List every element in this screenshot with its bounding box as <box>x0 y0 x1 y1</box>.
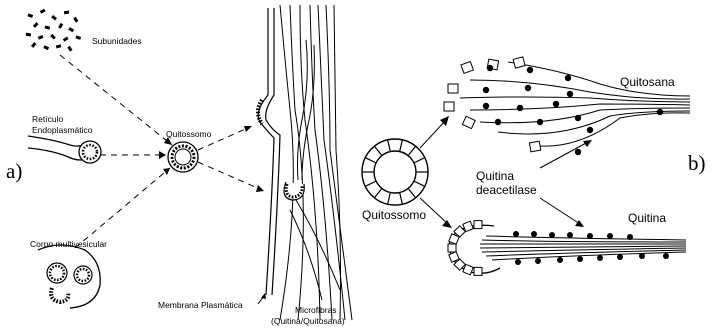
chitosome-right <box>362 139 428 205</box>
membrane-label: Membrana Plasmática <box>158 300 243 310</box>
plasma-membrane <box>258 8 280 295</box>
microfibrils-label-line2: (Quitina/Quitosana) <box>271 316 345 326</box>
microfibrils <box>280 5 352 320</box>
chitosome-left-label: Quitossomo <box>166 129 212 139</box>
deacetylase-label-line1: Quitina <box>476 169 514 183</box>
chitosan-fibre-stubs <box>444 57 541 152</box>
chitosome-right-label: Quitossomo <box>362 208 426 222</box>
microfibrils-label-line1: Microfibras <box>295 305 337 315</box>
panel-label-a: a) <box>6 159 22 183</box>
panel-label-b: b) <box>688 151 706 175</box>
subunits-label: Subunidades <box>92 36 142 46</box>
chitin-cup-segment <box>474 221 482 229</box>
endoplasmic-reticulum <box>28 136 101 163</box>
deacetylase-arrows <box>540 140 592 227</box>
chitosome-left <box>168 142 198 172</box>
mvb-label: Corpo multivesicular <box>30 239 107 249</box>
chitin-dots <box>513 231 669 265</box>
er-label-line1: Retículo <box>32 114 63 124</box>
er-label-line2: Endoplasmático <box>32 125 93 135</box>
chitin-cup-segment <box>448 244 456 252</box>
chitin-label: Quitina <box>628 211 666 225</box>
chitin-cup-segment <box>474 267 482 275</box>
multivesicular-body <box>38 245 100 308</box>
chitin-bundle <box>448 221 686 276</box>
deacetylase-label-line2: deacetilase <box>476 183 537 197</box>
subunits-cluster <box>26 9 81 52</box>
fibril-tip-vesicle <box>284 182 304 200</box>
membrane-pointer <box>258 293 266 304</box>
chitosan-label: Quitosana <box>620 75 675 89</box>
